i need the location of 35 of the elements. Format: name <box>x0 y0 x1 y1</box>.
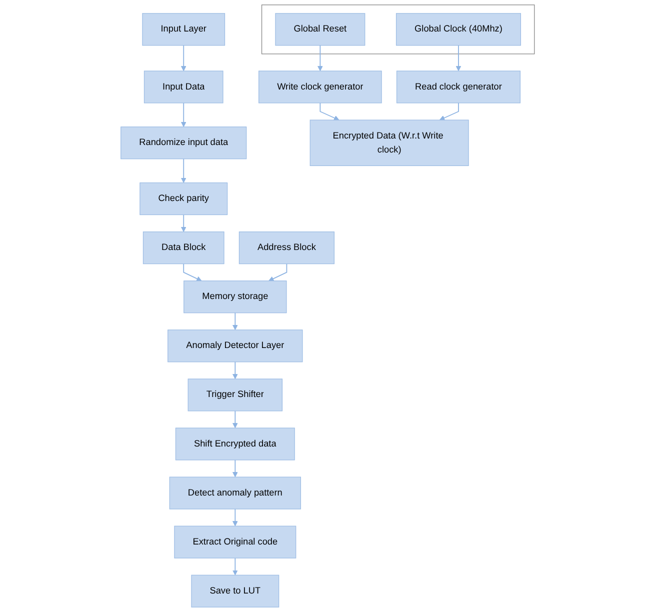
node-box: Anomaly Detector Layer <box>167 330 303 362</box>
arrow <box>232 312 238 330</box>
arrow <box>439 102 459 120</box>
arrow <box>180 44 186 72</box>
arrow <box>317 44 323 72</box>
node-box: Shift Encrypted data <box>175 428 295 460</box>
node-box: Randomize input data <box>120 126 247 160</box>
arrow <box>232 410 238 428</box>
node-box: Address Block <box>238 232 334 264</box>
node-box: Write clock generator <box>258 70 382 104</box>
arrow <box>232 558 238 576</box>
node-box: Extract Original code <box>174 526 296 558</box>
arrow <box>232 361 238 380</box>
node-box: Encrypted Data (W.r.t Write clock) <box>310 120 469 166</box>
arrow <box>268 263 288 282</box>
cluster <box>261 4 535 54</box>
node-box: Global Clock (40Mhz) <box>396 13 521 46</box>
arrow <box>232 460 238 478</box>
arrow <box>320 102 340 120</box>
node-box: Check parity <box>139 182 228 216</box>
node-box: Detect anomaly pattern <box>169 476 301 510</box>
node-box: Input Layer <box>142 13 225 46</box>
node-box: Read clock generator <box>396 70 520 104</box>
arrow <box>232 508 238 526</box>
arrow <box>180 158 186 184</box>
arrow <box>180 102 186 128</box>
node-box: Data Block <box>142 232 224 264</box>
node-box: Input Data <box>144 70 224 104</box>
arrow <box>183 263 202 282</box>
node-box: Save to LUT <box>191 574 279 608</box>
arrow <box>456 44 462 72</box>
node-box: Memory storage <box>183 280 287 314</box>
node-box: Trigger Shifter <box>188 378 282 412</box>
arrow <box>180 214 186 232</box>
node-box: Global Reset <box>275 13 366 46</box>
